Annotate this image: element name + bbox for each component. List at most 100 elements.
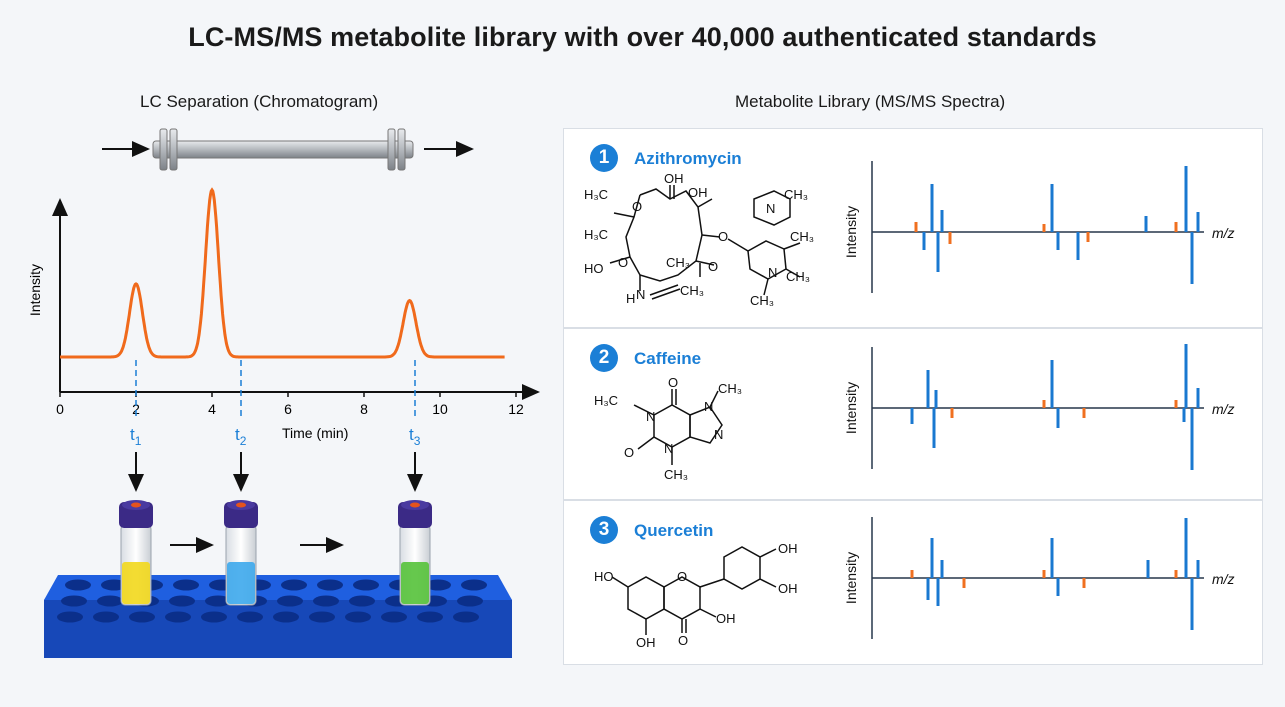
sample-vial bbox=[119, 500, 153, 606]
atom-label: N bbox=[704, 399, 713, 414]
atom-label: N bbox=[664, 441, 673, 456]
sample-vial bbox=[224, 500, 258, 606]
quercetin-structure: HO O OH OH OH OH O bbox=[594, 541, 798, 650]
ms-spectrum: Intensity m/z bbox=[843, 344, 1235, 470]
figure-title: LC-MS/MS metabolite library with over 40… bbox=[188, 22, 1097, 52]
azithromycin-structure: H₃C O OH OH N CH₃ H₃C O O CH₃ HO O CH₃ N… bbox=[584, 171, 814, 308]
atom-label: N bbox=[714, 427, 723, 442]
x-tick-label: 8 bbox=[360, 401, 368, 417]
vial-liquid bbox=[122, 562, 150, 604]
atom-label: CH₃ bbox=[790, 229, 814, 244]
atom-label: H₃C bbox=[584, 227, 608, 242]
atom-label: O bbox=[678, 633, 688, 648]
rack-hole bbox=[381, 611, 407, 623]
peak-time-label: t3 bbox=[409, 425, 421, 448]
rack-hole bbox=[61, 595, 87, 607]
spectrum-y-label: Intensity bbox=[843, 382, 859, 434]
atom-label: O bbox=[624, 445, 634, 460]
column-fitting bbox=[169, 128, 178, 171]
rack-hole bbox=[345, 611, 371, 623]
spectrum-y-label: Intensity bbox=[843, 552, 859, 604]
rack-hole bbox=[205, 595, 231, 607]
atom-label: O bbox=[677, 569, 687, 584]
vial-rack bbox=[44, 575, 512, 658]
atom-label: O bbox=[708, 259, 718, 274]
column-tube bbox=[152, 140, 414, 159]
caffeine-structure: H₃C N O N CH₃ N O N CH₃ bbox=[594, 375, 742, 482]
rack-hole bbox=[165, 611, 191, 623]
rack-hole bbox=[353, 579, 379, 591]
column-fitting bbox=[159, 128, 168, 171]
spectrum-y-label: Intensity bbox=[843, 206, 859, 258]
x-tick-label: 2 bbox=[132, 401, 140, 417]
atom-label: N bbox=[646, 409, 655, 424]
cap-septum bbox=[131, 502, 141, 508]
atom-label: HO bbox=[594, 569, 614, 584]
compound-name: Azithromycin bbox=[634, 149, 742, 168]
atom-label: HO bbox=[584, 261, 604, 276]
entry-number-badge: 2 bbox=[590, 344, 618, 372]
ms-spectrum: Intensity m/z bbox=[843, 161, 1235, 293]
atom-label: OH bbox=[688, 185, 708, 200]
library-entry-card: 2 Caffeine H₃C N O N CH₃ N O N CH₃ Inten… bbox=[563, 328, 1263, 500]
atom-label: N bbox=[636, 287, 645, 302]
rack-hole bbox=[129, 611, 155, 623]
rack-hole bbox=[457, 595, 483, 607]
cap-septum bbox=[236, 502, 246, 508]
lc-panel-title: LC Separation (Chromatogram) bbox=[140, 92, 379, 111]
rack-hole bbox=[277, 595, 303, 607]
rack-hole bbox=[237, 611, 263, 623]
library-panel-title: Metabolite Library (MS/MS Spectra) bbox=[735, 92, 1006, 111]
column-fitting bbox=[397, 128, 406, 171]
sample-vial bbox=[398, 500, 432, 606]
chromatogram-y-label: Intensity bbox=[27, 264, 43, 316]
peak-time-label: t1 bbox=[130, 425, 142, 448]
atom-label: H bbox=[626, 291, 635, 306]
atom-label: H₃C bbox=[594, 393, 618, 408]
compound-name: Quercetin bbox=[634, 521, 714, 540]
atom-label: CH₃ bbox=[786, 269, 810, 284]
atom-label: N bbox=[768, 265, 777, 280]
entry-number-badge: 1 bbox=[590, 144, 618, 172]
chromatogram-trace bbox=[60, 187, 505, 359]
rack-hole bbox=[313, 595, 339, 607]
spectrum-x-label: m/z bbox=[1212, 225, 1235, 241]
rack-hole bbox=[425, 579, 451, 591]
rack-hole bbox=[349, 595, 375, 607]
ms-spectrum: Intensity m/z bbox=[843, 517, 1235, 639]
spectrum-x-label: m/z bbox=[1212, 571, 1235, 587]
rack-hole bbox=[65, 579, 91, 591]
cap-septum bbox=[410, 502, 420, 508]
rack-hole bbox=[169, 595, 195, 607]
atom-label: CH₃ bbox=[680, 283, 704, 298]
atom-label: OH bbox=[636, 635, 656, 650]
library-entry-card: 3 Quercetin HO O OH OH OH OH O Intensity… bbox=[563, 500, 1263, 665]
atom-label: CH₃ bbox=[750, 293, 774, 308]
entry-number-badge: 3 bbox=[590, 516, 618, 544]
rack-hole bbox=[417, 611, 443, 623]
atom-label: CH₃ bbox=[664, 467, 688, 482]
spectrum-x-label: m/z bbox=[1212, 401, 1235, 417]
atom-label: OH bbox=[716, 611, 736, 626]
atom-label: CH₃ bbox=[666, 255, 690, 270]
column-fitting bbox=[387, 128, 396, 171]
x-tick-label: 0 bbox=[56, 401, 64, 417]
library-entry-card: 1 Azithromycin H₃C O OH OH N CH₃ bbox=[563, 128, 1263, 328]
atom-label: H₃C bbox=[584, 187, 608, 202]
compound-name: Caffeine bbox=[634, 349, 702, 368]
rack-hole bbox=[453, 611, 479, 623]
atom-label: OH bbox=[664, 171, 684, 186]
rack-hole bbox=[201, 611, 227, 623]
rack-hole bbox=[273, 611, 299, 623]
rack-hole bbox=[57, 611, 83, 623]
x-tick-label: 6 bbox=[284, 401, 292, 417]
rack-hole bbox=[461, 579, 487, 591]
atom-label: N bbox=[766, 201, 775, 216]
atom-label: O bbox=[632, 199, 642, 214]
chromatogram-x-label: Time (min) bbox=[282, 425, 348, 441]
lc-column bbox=[102, 128, 474, 171]
atom-label: OH bbox=[778, 581, 798, 596]
rack-hole bbox=[309, 611, 335, 623]
